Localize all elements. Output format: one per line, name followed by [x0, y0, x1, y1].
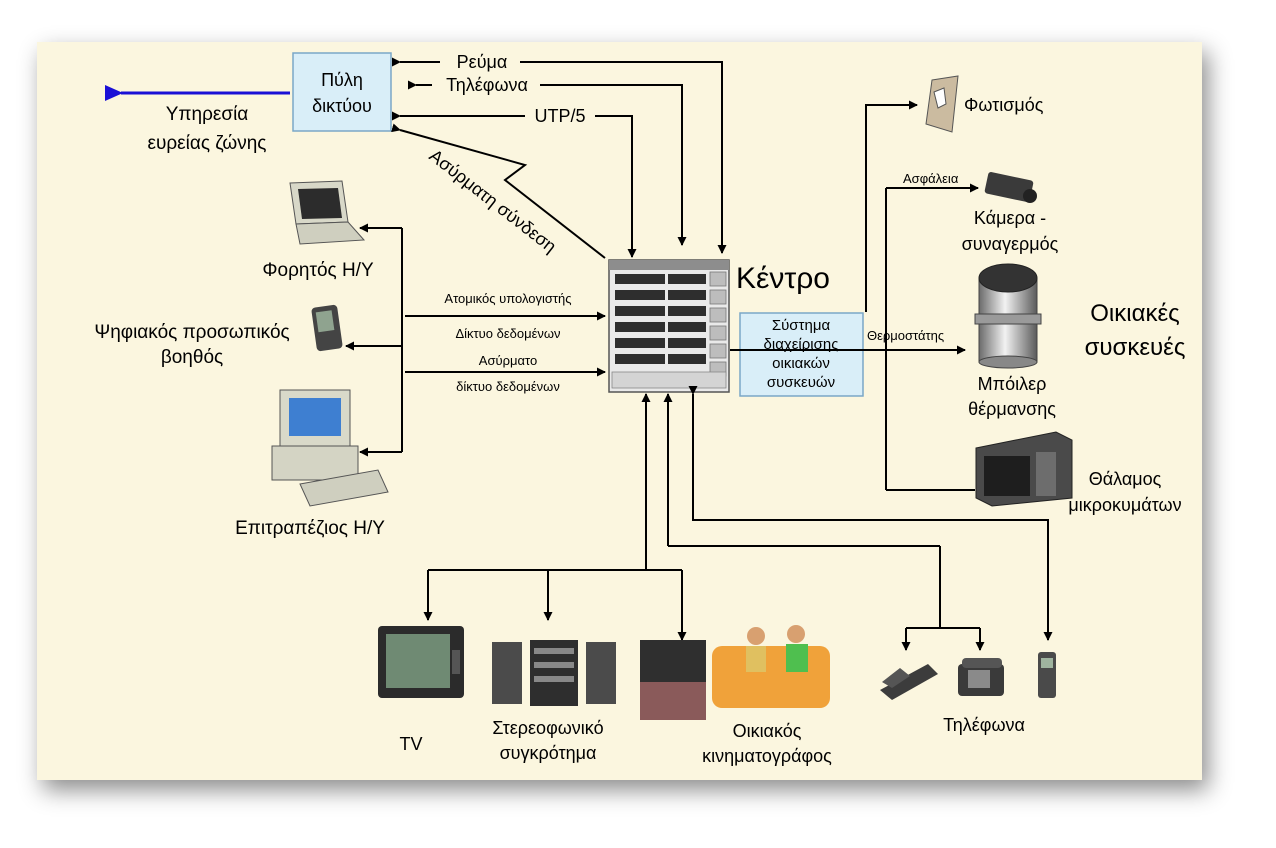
tv-icon [378, 626, 464, 698]
appliances-title-2: συσκευές [1085, 334, 1186, 361]
utp-label: UTP/5 [534, 106, 585, 126]
broadband-service: Υπηρεσία ευρείας ζώνης [105, 85, 290, 154]
management-label-3: οικιακών [772, 355, 830, 372]
laptop-icon [289, 180, 366, 245]
home-cinema-icon [640, 625, 830, 720]
desktop-computer-icon [271, 389, 389, 507]
management-label-1: Σύστημα [772, 317, 831, 334]
mobile-phone-icon [1038, 652, 1056, 698]
boiler-label-2: θέρμανσης [968, 399, 1056, 419]
boiler-icon [974, 263, 1042, 369]
pda-label-1: Ψηφιακός προσωπικός [94, 322, 289, 343]
cinema-label-2: κινηματογράφος [702, 746, 832, 766]
desk-phone-icon [880, 664, 938, 700]
lighting-label: Φωτισμός [964, 95, 1044, 115]
cinema-label-1: Οικιακός [733, 721, 802, 741]
laptop-label: Φορητός Η/Υ [262, 260, 374, 281]
boiler-label-1: Μπόιλερ [978, 374, 1047, 394]
management-label-4: συσκευών [767, 374, 835, 391]
broadband-label-2: ευρείας ζώνης [148, 133, 267, 154]
microwave-label-1: Θάλαμος [1089, 469, 1162, 489]
appliances-title-1: Οικιακές [1090, 300, 1179, 327]
entertainment-links [423, 386, 1053, 651]
tv-label: TV [399, 734, 422, 754]
network-gateway: Πύλη δικτύου [292, 52, 392, 132]
phones-feed-line [540, 84, 687, 246]
light-switch-icon [925, 75, 959, 133]
microwave-label-2: μικροκυμάτων [1068, 495, 1181, 515]
pc-network-label-top: Ατομικός υπολογιστής [444, 291, 571, 306]
pc-network-label-bottom: Δίκτυο δεδομένων [455, 326, 560, 341]
stereo-label-2: συγκρότημα [500, 743, 597, 763]
phones-label: Τηλέφωνα [943, 715, 1025, 735]
camera-icon [984, 172, 1037, 203]
appliance-links [730, 100, 979, 491]
management-system: Σύστημα διαχείρισης οικιακών συσκευών [739, 312, 864, 397]
gateway-label-2: δικτύου [312, 96, 372, 116]
wireless-link [391, 123, 606, 259]
hub-label: Κέντρο [736, 262, 830, 295]
lighting-arrow [865, 100, 918, 312]
computer-links [345, 223, 606, 457]
camera-label-1: Κάμερα - [974, 208, 1046, 228]
broadband-label-1: Υπηρεσία [166, 104, 249, 125]
power-label: Ρεύμα [457, 52, 508, 72]
pda-icon [311, 304, 343, 352]
management-label-2: διαχείρισης [764, 336, 839, 353]
thermostat-label: Θερμοστάτης [867, 328, 944, 343]
office-phone-icon [958, 658, 1004, 696]
wireless-label: Ασύρματη σύνδεση [426, 145, 561, 256]
power-line [520, 61, 727, 254]
utp-line [595, 115, 637, 258]
hub-rack [608, 259, 730, 393]
wireless-network-label-bottom: δίκτυο δεδομένων [456, 379, 560, 394]
gateway-feeds [391, 57, 727, 259]
desktop-label: Επιτραπέζιος Η/Υ [235, 518, 385, 539]
security-label: Ασφάλεια [903, 171, 959, 186]
mobile-phone-link [688, 386, 1053, 641]
pda-label-2: βοηθός [161, 347, 223, 368]
camera-label-2: συναγερμός [962, 234, 1059, 254]
wireless-network-label-top: Ασύρματο [479, 353, 537, 368]
stereo-label-1: Στερεοφωνικό [492, 718, 603, 738]
stereo-icon [492, 640, 616, 706]
gateway-label-1: Πύλη [321, 70, 363, 90]
phones-feed-label: Τηλέφωνα [446, 75, 528, 95]
microwave-icon [975, 431, 1073, 507]
